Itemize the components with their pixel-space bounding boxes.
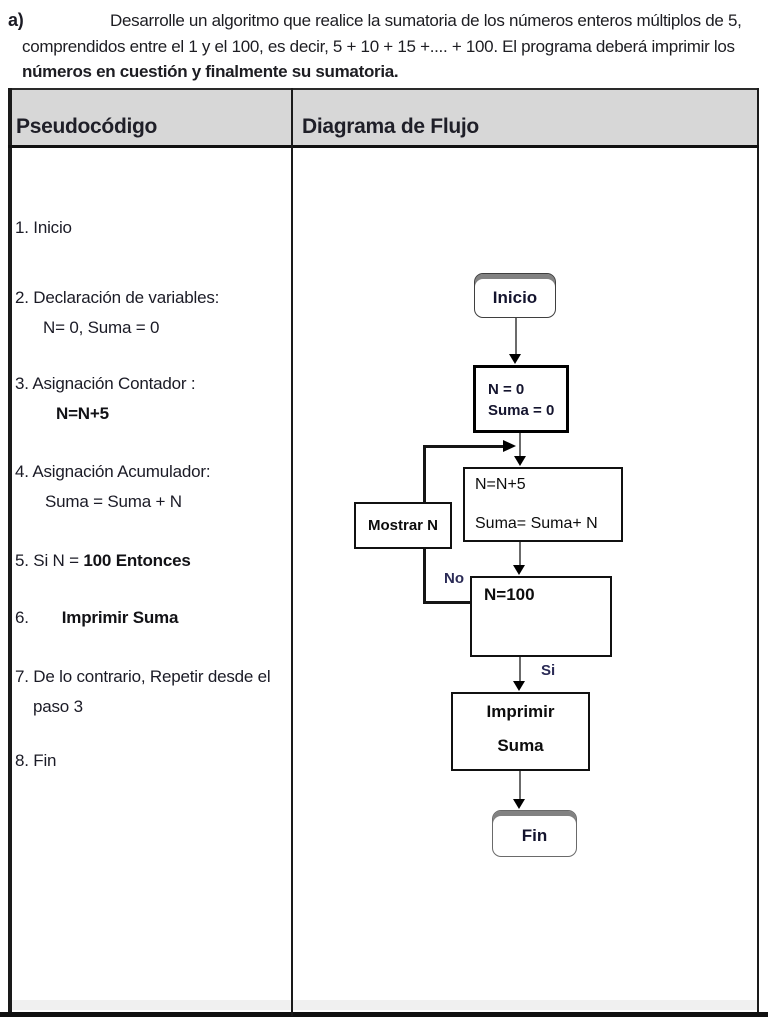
init-line-2: Suma = 0 <box>488 402 555 419</box>
flowchart-start-node: Inicio <box>474 273 556 318</box>
column-header-diagrama: Diagrama de Flujo <box>302 115 479 138</box>
print-line-2: Suma <box>497 736 544 755</box>
flowchart-end-node: Fin <box>492 810 577 857</box>
table-border-right <box>757 88 759 1016</box>
decision-si-label: Si <box>541 662 556 679</box>
arrow-down-icon <box>513 681 525 691</box>
process-line-1: N=N+5 <box>475 476 526 493</box>
pseudocode-step-5: 5. Si N = 100 Entonces <box>15 551 191 571</box>
connector-print-to-end <box>519 771 521 800</box>
arrow-down-icon <box>513 799 525 809</box>
problem-item-label: a) <box>8 10 24 30</box>
table-header-rule <box>8 145 759 148</box>
pseudocode-step-6-number: 6. <box>15 608 29 627</box>
pseudocode-step-1: 1. Inicio <box>15 218 72 237</box>
problem-line-3: números en cuestión y finalmente su suma… <box>22 62 399 81</box>
table-border-bottom <box>0 1012 768 1017</box>
arrow-down-icon <box>514 456 526 466</box>
init-line-1: N = 0 <box>488 381 525 398</box>
flowchart-print-node: Imprimir Suma <box>451 692 590 771</box>
flowchart-display-node: Mostrar N <box>354 502 452 549</box>
flowchart-decision-node: N=100 <box>470 576 612 657</box>
print-line-1: Imprimir <box>486 702 555 721</box>
pseudocode-step-6-action: Imprimir Suma <box>61 608 179 627</box>
pseudocode-step-2: 2. Declaración de variables: <box>15 288 220 307</box>
arrow-down-icon <box>509 354 521 364</box>
pseudocode-step-7: 7. De lo contrario, Repetir desde el <box>15 667 271 686</box>
pseudocode-step-4-detail: Suma = Suma + N <box>45 492 182 511</box>
decision-no-label: No <box>444 570 464 587</box>
arrow-right-icon <box>503 440 516 452</box>
problem-line-1: Desarrolle un algoritmo que realice la s… <box>110 11 742 30</box>
pseudocode-step-3: 3. Asignación Contador : <box>15 374 196 393</box>
table-header-row <box>12 90 757 145</box>
column-header-pseudocodigo: Pseudocódigo <box>16 115 158 138</box>
process-line-2: Suma= Suma+ N <box>475 515 598 532</box>
problem-line-2: comprendidos entre el 1 y el 100, es dec… <box>22 37 735 56</box>
pseudocode-step-6: 6. Imprimir Suma <box>15 608 178 628</box>
arrow-down-icon <box>513 565 525 575</box>
table-column-divider <box>291 88 293 1016</box>
pseudocode-step-2-detail: N= 0, Suma = 0 <box>43 318 160 337</box>
connector-process-to-decision <box>519 542 521 566</box>
connector-start-to-init <box>515 318 517 355</box>
table-border-left <box>8 88 12 1016</box>
pseudocode-step-4: 4. Asignación Acumulador: <box>15 462 211 481</box>
flowchart-process-node: N=N+5 Suma= Suma+ N <box>463 467 623 542</box>
pseudocode-step-5-condition: 100 Entonces <box>83 551 191 570</box>
connector-decision-to-print <box>519 657 521 682</box>
table-border-top <box>8 88 759 90</box>
pseudocode-step-3-detail: N=N+5 <box>56 404 109 423</box>
loop-line-bottom <box>423 601 471 604</box>
table-footer-strip <box>12 1000 757 1010</box>
flowchart-init-node: N = 0 Suma = 0 <box>473 365 569 433</box>
pseudocode-step-5-prefix: 5. Si N = <box>15 551 84 570</box>
loop-line-top <box>423 445 507 448</box>
connector-init-to-process <box>519 433 521 456</box>
pseudocode-step-8: 8. Fin <box>15 751 57 770</box>
pseudocode-step-7-detail: paso 3 <box>33 697 83 716</box>
